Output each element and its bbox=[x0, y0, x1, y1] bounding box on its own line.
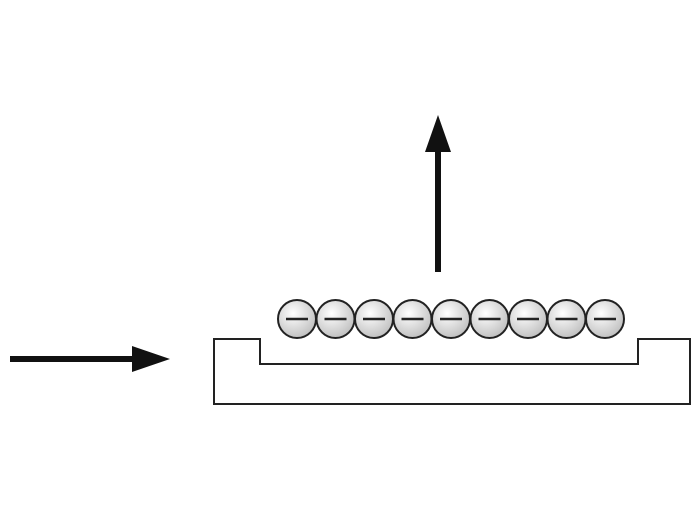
substrate bbox=[213, 337, 691, 405]
particle bbox=[431, 299, 471, 339]
particle bbox=[392, 299, 433, 339]
particle bbox=[277, 299, 317, 339]
incoming-arrow bbox=[10, 346, 170, 372]
outgoing-arrow bbox=[425, 115, 451, 272]
incoming-arrow-head bbox=[132, 346, 170, 372]
particle bbox=[508, 299, 548, 339]
outgoing-arrow-head bbox=[425, 115, 451, 152]
particle bbox=[469, 299, 510, 339]
particle bbox=[546, 299, 587, 339]
particle bbox=[585, 299, 625, 339]
particle-layer bbox=[277, 299, 625, 339]
particle bbox=[315, 299, 356, 339]
particle bbox=[354, 299, 394, 339]
substrate-recess bbox=[259, 338, 639, 365]
